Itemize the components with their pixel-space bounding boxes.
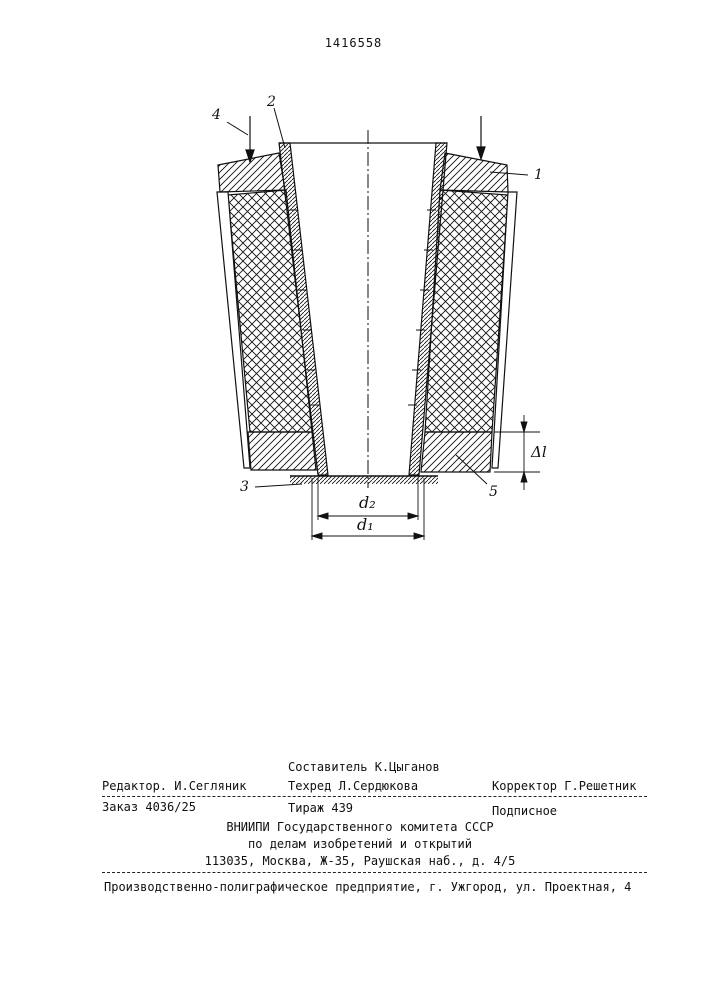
divider-rule-1: [102, 796, 647, 797]
order-line: Заказ 4036/25: [102, 800, 196, 814]
compiler-line: Составитель К.Цыганов: [288, 760, 440, 774]
org-line-3: 113035, Москва, Ж-35, Раушская наб., д. …: [150, 854, 570, 868]
org-line-1: ВНИИПИ Государственного комитета СССР: [150, 820, 570, 834]
printer-line: Производственно-полиграфическое предприя…: [104, 880, 631, 894]
corrector-line: Корректор Г.Решетник: [492, 779, 637, 793]
editor-line: Редактор. И.Сегляник: [102, 779, 247, 793]
circulation-line: Тираж 439: [288, 801, 353, 815]
org-line-2: по делам изобретений и открытий: [150, 837, 570, 851]
organization-block: ВНИИПИ Государственного комитета СССР по…: [150, 820, 570, 868]
divider-rule-2: [102, 872, 647, 873]
techred-line: Техред Л.Сердюкова: [288, 779, 418, 793]
subscription-line: Подписное: [492, 804, 557, 818]
